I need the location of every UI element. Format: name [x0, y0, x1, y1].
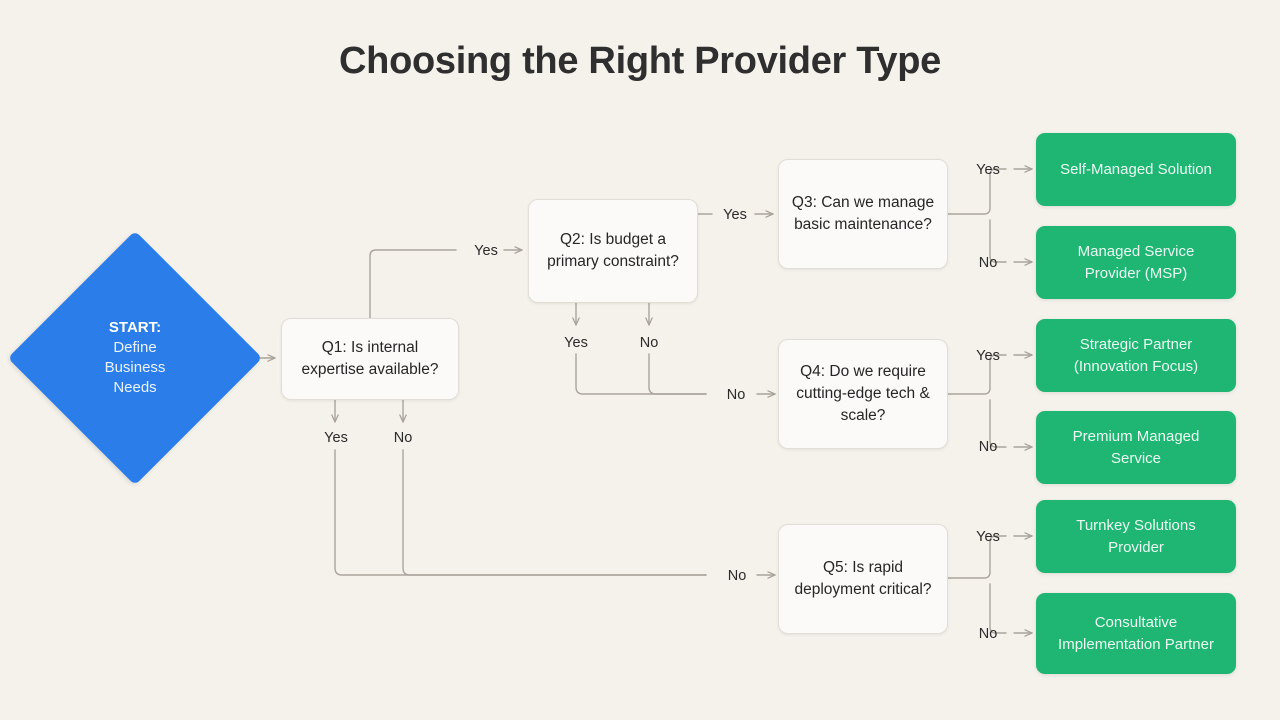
edge-label-q5-no: No — [978, 626, 998, 642]
edge-label-q3-no: No — [978, 255, 998, 271]
edge-label-q1-yes: Yes — [324, 430, 348, 446]
decision-node-q5[interactable]: Q5: Is rapid deployment critical? — [778, 524, 948, 634]
edge-label-q1-branch-to-q5: No — [727, 568, 747, 584]
edge-label-q1-to-q2: Yes — [474, 243, 498, 259]
edge-label-q2-to-q3: Yes — [723, 207, 747, 223]
edge-label-q2-branch-to-q4: No — [726, 387, 746, 403]
result-node-turnkey-solutions-provider[interactable]: Turnkey Solutions Provider — [1036, 500, 1236, 573]
start-node-line1: Define — [113, 338, 157, 356]
result-node-strategic-partner[interactable]: Strategic Partner (Innovation Focus) — [1036, 319, 1236, 392]
edge-label-q1-no: No — [393, 430, 413, 446]
edge-label-q2-no: No — [639, 335, 659, 351]
result-node-premium-managed-service[interactable]: Premium Managed Service — [1036, 411, 1236, 484]
edge-label-q4-yes: Yes — [976, 348, 1000, 364]
edge-q2-yes-to-q4 — [575, 353, 707, 395]
result-node-consultative-implementation-partner[interactable]: Consultative Implementation Partner — [1036, 593, 1236, 674]
start-node-text: START: Define Business Needs — [45, 268, 225, 448]
result-node-managed-service-provider[interactable]: Managed Service Provider (MSP) — [1036, 226, 1236, 299]
edge-q2-no-to-q4 — [648, 353, 707, 395]
page-title: Choosing the Right Provider Type — [339, 40, 941, 82]
decision-node-q3[interactable]: Q3: Can we manage basic maintenance? — [778, 159, 948, 269]
start-node-line3: Needs — [113, 379, 157, 397]
start-node-lead: START: — [108, 318, 162, 336]
edge-q1-yes-to-q5 — [334, 449, 707, 576]
decision-node-q4[interactable]: Q4: Do we require cutting-edge tech & sc… — [778, 339, 948, 449]
edge-label-q2-yes: Yes — [564, 335, 588, 351]
edge-label-q4-no: No — [978, 439, 998, 455]
result-node-self-managed-solution[interactable]: Self-Managed Solution — [1036, 133, 1236, 206]
start-node-line2: Business — [104, 359, 166, 376]
edge-label-q5-yes: Yes — [976, 529, 1000, 545]
decision-node-q1[interactable]: Q1: Is internal expertise available? — [281, 318, 459, 400]
start-node[interactable]: START: Define Business Needs — [7, 230, 263, 486]
decision-node-q2[interactable]: Q2: Is budget a primary constraint? — [528, 199, 698, 303]
edge-q1-no-to-q5 — [402, 449, 707, 576]
edge-label-q3-yes: Yes — [976, 162, 1000, 178]
edge-q1-to-q2-seg — [369, 249, 457, 319]
